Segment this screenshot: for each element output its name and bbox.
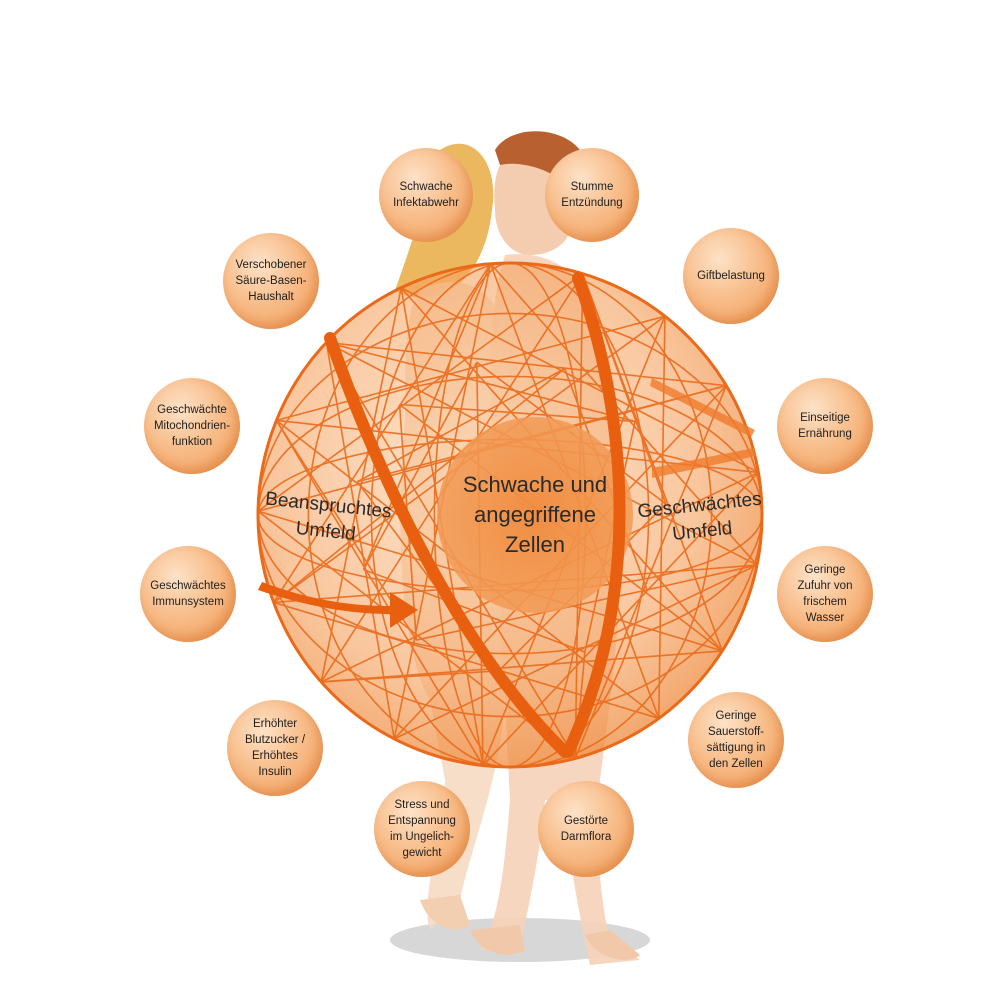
woman-foot [420,895,470,930]
center-label: Schwache und angegriffene Zellen [462,472,608,557]
man-foot-left [470,925,525,955]
core-circle [437,417,633,613]
mesh-line [356,367,566,483]
mesh-line [362,263,492,570]
man-foot-right [585,930,640,960]
mesh-line [326,341,727,387]
mesh-meridian [370,263,650,767]
bubble-mitochondrienfunktion: Geschwächte Mitochondrien- funktion [144,378,240,474]
mesh-line [321,670,499,683]
mesh-line [320,287,402,683]
arrow-right [652,448,756,478]
mesh-line [574,385,727,759]
bubble-saeure-basen-haushalt: Verschobener Säure-Basen- Haushalt [223,233,319,329]
mesh-parallel [258,312,762,718]
mesh-line [321,650,723,683]
band-right [562,272,626,758]
mesh-line [646,564,758,591]
bubble-immunsystem: Geschwächtes Immunsystem [140,546,236,642]
mesh-parallel [258,375,762,655]
mesh-line [325,342,396,739]
arrow-right-upper [650,378,755,437]
bubble-einseitige-ernaehrung: Einseitige Ernährung [777,378,873,474]
mesh-line [393,564,758,740]
bubble-schwache-infektabwehr: Schwache Infektabwehr [379,148,473,242]
bubble-giftbelastung: Giftbelastung [683,228,779,324]
bubble-frisches-wasser: Geringe Zufuhr von frischem Wasser [777,546,873,642]
bubble-stumme-entzuendung: Stumme Entzündung [545,148,639,242]
mesh-line [400,287,759,474]
mesh-line [657,316,666,719]
band-left [324,332,571,758]
sphere-outline [256,261,764,769]
mesh-line [326,341,636,423]
mesh-line [399,403,636,423]
bubble-blutzucker-insulin: Erhöhter Blutzucker / Erhöhtes Insulin [227,700,323,796]
arrow-left [258,582,418,628]
bubble-sauerstoffsaettigung: Geringe Sauerstoff- sättigung in den Zel… [688,692,784,788]
bubble-stress-entspannung: Stress und Entspannung im Ungelich- gewi… [374,781,470,877]
mesh-line [273,367,566,604]
mesh-line [581,273,667,505]
bubble-darmflora: Gestörte Darmflora [538,781,634,877]
mesh-meridian [307,263,713,767]
